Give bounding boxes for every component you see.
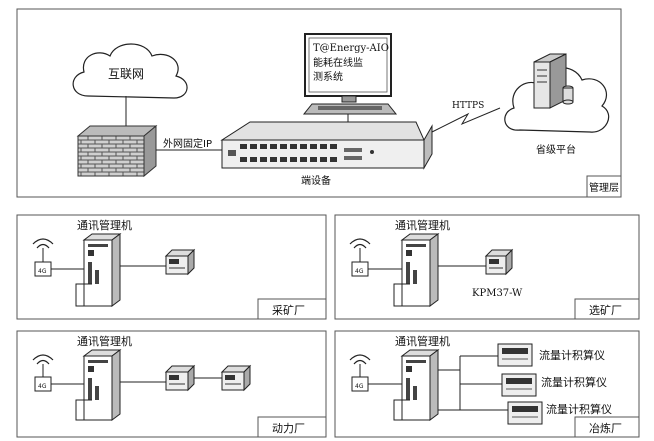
comm-manager-icon bbox=[400, 349, 440, 421]
signal-label: 4G bbox=[355, 383, 364, 390]
platform-label: 省级平台 bbox=[536, 143, 576, 156]
comm-manager-icon bbox=[82, 233, 122, 307]
meter-model-label: KPM37-W bbox=[472, 288, 523, 299]
meter-icon bbox=[164, 248, 196, 276]
management-frame bbox=[16, 8, 622, 198]
signal-antenna-icon bbox=[32, 238, 54, 277]
management-layer: 互联网 外网固定IP T@Energy-AIO 能耗在线监 测系统 bbox=[16, 8, 622, 198]
flow-totalizer-icon bbox=[507, 401, 543, 425]
factory-label: 采矿厂 bbox=[272, 304, 305, 317]
monitor-text-line1: T@Energy-AIO bbox=[313, 43, 389, 54]
meter-icon bbox=[484, 248, 514, 276]
internet-label: 互联网 bbox=[108, 67, 144, 81]
factory-panel-smelting: 通讯管理机 4G bbox=[334, 330, 640, 438]
layer-label: 管理层 bbox=[589, 181, 619, 194]
factory-label: 冶炼厂 bbox=[589, 421, 622, 435]
end-device-icon bbox=[220, 121, 433, 170]
meter-icon bbox=[164, 364, 196, 392]
flow-totalizer-icon bbox=[501, 373, 537, 397]
monitor-text-line2: 能耗在线监 bbox=[313, 56, 363, 69]
https-link-icon bbox=[431, 107, 501, 133]
factory-label: 动力厂 bbox=[272, 422, 305, 435]
factory-panel-beneficiation: 通讯管理机 4G KPM37-W 选矿厂 bbox=[334, 214, 640, 320]
firewall-icon bbox=[76, 124, 158, 178]
meter-icon bbox=[220, 364, 252, 392]
comm-manager-title: 通讯管理机 bbox=[77, 218, 132, 232]
signal-label: 4G bbox=[355, 268, 364, 275]
instrument-label: 流量计积算仪 bbox=[546, 402, 612, 416]
comm-manager-icon bbox=[400, 233, 440, 307]
comm-manager-title: 通讯管理机 bbox=[395, 218, 450, 232]
factory-panel-mining: 通讯管理机 4G 采矿厂 bbox=[16, 214, 327, 320]
server-icon bbox=[533, 53, 574, 109]
signal-antenna-icon bbox=[349, 238, 371, 277]
fixed-ip-label: 外网固定IP bbox=[163, 137, 212, 150]
internet-cloud-icon bbox=[72, 43, 188, 99]
comm-manager-title: 通讯管理机 bbox=[77, 334, 132, 348]
monitor-text-line3: 测系统 bbox=[313, 70, 343, 83]
factory-panel-power: 通讯管理机 4G bbox=[16, 330, 327, 438]
monitor-icon bbox=[302, 33, 398, 115]
end-device-label: 端设备 bbox=[301, 174, 331, 187]
https-label: HTTPS bbox=[452, 101, 484, 111]
factory-label: 选矿厂 bbox=[589, 304, 622, 317]
comm-manager-title: 通讯管理机 bbox=[395, 334, 450, 348]
layer-tag bbox=[586, 175, 622, 198]
comm-manager-icon bbox=[82, 349, 122, 421]
signal-antenna-icon bbox=[349, 354, 371, 392]
instrument-label: 流量计积算仪 bbox=[539, 348, 605, 362]
flow-totalizer-icon bbox=[497, 343, 533, 367]
signal-label: 4G bbox=[38, 383, 47, 390]
instrument-label: 流量计积算仪 bbox=[541, 375, 607, 389]
signal-label: 4G bbox=[38, 268, 47, 275]
